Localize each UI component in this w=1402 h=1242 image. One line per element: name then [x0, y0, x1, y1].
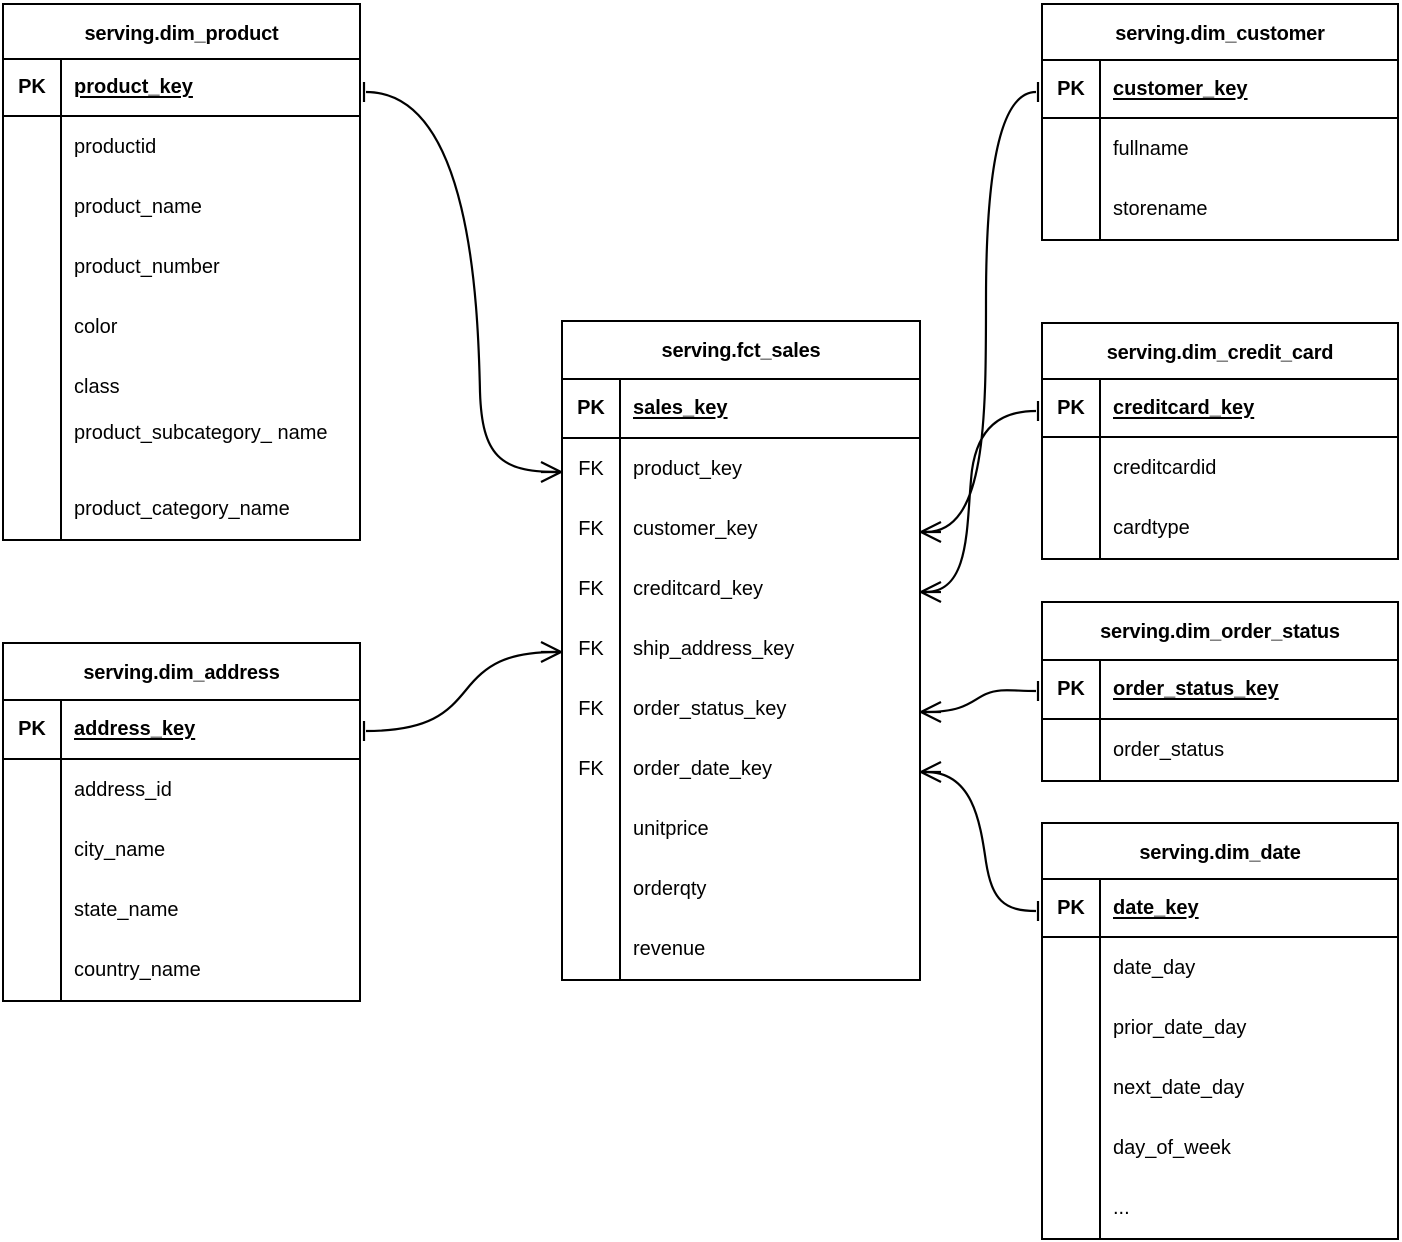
field-row: productid — [74, 136, 157, 158]
field-row: product_category_name — [74, 498, 290, 520]
pk-field-name: creditcard_key — [1113, 396, 1255, 419]
entity-body: date_day prior_date_day next_date_day da… — [1043, 938, 1397, 1238]
primary-key-row: PK product_key — [4, 60, 359, 117]
key-tag-column — [1043, 119, 1101, 239]
entity-body: productid product_name product_number co… — [4, 117, 359, 539]
entity-body: FK FK FK FK FK FK product_key customer_k… — [563, 439, 919, 979]
field-row: date_day — [1113, 957, 1196, 979]
field-row: cardtype — [1113, 517, 1190, 539]
field-row: revenue — [633, 938, 706, 960]
entity-title: serving.fct_sales — [563, 322, 919, 380]
key-tag-column: FK FK FK FK FK FK — [563, 439, 621, 979]
relationship-credit-card — [920, 401, 1040, 603]
fk-tag: FK — [578, 638, 604, 660]
fk-tag: FK — [578, 698, 604, 720]
entity-body: fullname storename — [1043, 119, 1397, 239]
primary-key-row: PK sales_key — [563, 379, 919, 439]
primary-key-row: PK date_key — [1043, 880, 1397, 938]
field-row: ... — [1113, 1197, 1130, 1219]
field-row: country_name — [74, 959, 201, 981]
pk-field-name: date_key — [1113, 896, 1199, 919]
key-tag-column — [1043, 720, 1101, 780]
entity-dim-address[interactable]: serving.dim_address PK address_key addre… — [2, 642, 361, 1002]
entity-dim-customer[interactable]: serving.dim_customer PK customer_key ful… — [1041, 3, 1399, 241]
field-row: order_status — [1113, 739, 1225, 761]
field-row: day_of_week — [1113, 1137, 1231, 1159]
entity-title: serving.dim_product — [4, 5, 359, 61]
field-row: state_name — [74, 899, 179, 921]
field-row: next_date_day — [1113, 1077, 1245, 1099]
field-row: product_number — [74, 256, 220, 278]
primary-key-row: PK customer_key — [1043, 61, 1397, 119]
field-row: city_name — [74, 839, 166, 861]
pk-tag: PK — [1043, 61, 1101, 117]
pk-tag: PK — [1043, 380, 1101, 436]
field-row: order_status_key — [633, 698, 787, 720]
field-row: prior_date_day — [1113, 1017, 1247, 1039]
fk-tag: FK — [578, 578, 604, 600]
pk-tag: PK — [1043, 660, 1101, 718]
pk-tag: PK — [1043, 880, 1101, 936]
primary-key-row: PK address_key — [4, 701, 359, 760]
entity-body: address_id city_name state_name country_… — [4, 760, 359, 1000]
field-list: address_id city_name state_name country_… — [62, 760, 359, 1000]
key-tag-column — [1043, 438, 1101, 558]
field-row: color — [74, 316, 118, 338]
field-list: productid product_name product_number co… — [62, 117, 359, 539]
field-row: order_date_key — [633, 758, 772, 780]
fk-tag: FK — [578, 518, 604, 540]
field-row: customer_key — [633, 518, 758, 540]
entity-dim-date[interactable]: serving.dim_date PK date_key date_day pr… — [1041, 822, 1399, 1240]
fk-tag: FK — [578, 458, 604, 480]
field-row: unitprice — [633, 818, 709, 840]
field-row: creditcardid — [1113, 457, 1217, 479]
relationship-product — [362, 82, 562, 483]
entity-fct-sales[interactable]: serving.fct_sales PK sales_key FK FK FK … — [561, 320, 921, 981]
entity-title: serving.dim_date — [1043, 824, 1397, 881]
fk-tag: FK — [578, 758, 604, 780]
field-row: fullname — [1113, 138, 1189, 160]
field-row: class — [74, 376, 120, 398]
field-row: creditcard_key — [633, 578, 764, 600]
pk-field-name: address_key — [74, 718, 196, 740]
field-list: order_status — [1101, 720, 1397, 780]
key-tag-column — [1043, 938, 1101, 1238]
entity-title: serving.dim_credit_card — [1043, 324, 1397, 381]
field-list: fullname storename — [1101, 119, 1397, 239]
field-list: product_key customer_key creditcard_key … — [621, 439, 919, 979]
pk-field-name: order_status_key — [1113, 677, 1279, 700]
primary-key-row: PK creditcard_key — [1043, 380, 1397, 438]
relationship-address — [362, 641, 562, 741]
relationship-customer — [920, 82, 1040, 543]
field-row: storename — [1113, 198, 1208, 220]
relationship-date — [920, 761, 1040, 921]
entity-title: serving.dim_order_status — [1043, 603, 1397, 661]
field-row: orderqty — [633, 878, 707, 900]
pk-field-name: product_key — [74, 76, 193, 99]
field-row: address_id — [74, 779, 172, 801]
pk-tag: PK — [563, 379, 621, 437]
relationship-order-status — [920, 681, 1040, 723]
entity-title: serving.dim_customer — [1043, 5, 1397, 62]
entity-dim-credit-card[interactable]: serving.dim_credit_card PK creditcard_ke… — [1041, 322, 1399, 560]
pk-tag: PK — [4, 701, 62, 758]
field-list: creditcardid cardtype — [1101, 438, 1397, 558]
key-tag-column — [4, 760, 62, 1000]
field-row: product_subcategory_ name — [74, 422, 328, 444]
pk-field-name: customer_key — [1113, 77, 1248, 100]
field-list: date_day prior_date_day next_date_day da… — [1101, 938, 1397, 1238]
pk-field-name: sales_key — [633, 396, 728, 419]
field-row: product_name — [74, 196, 202, 218]
field-row: ship_address_key — [633, 638, 795, 660]
field-row: product_key — [633, 458, 742, 480]
entity-title: serving.dim_address — [4, 644, 359, 702]
key-tag-column — [4, 117, 62, 539]
primary-key-row: PK order_status_key — [1043, 660, 1397, 720]
pk-tag: PK — [4, 60, 62, 115]
entity-dim-order-status[interactable]: serving.dim_order_status PK order_status… — [1041, 601, 1399, 782]
entity-body: creditcardid cardtype — [1043, 438, 1397, 558]
entity-body: order_status — [1043, 720, 1397, 780]
entity-dim-product[interactable]: serving.dim_product PK product_key produ… — [2, 3, 361, 541]
